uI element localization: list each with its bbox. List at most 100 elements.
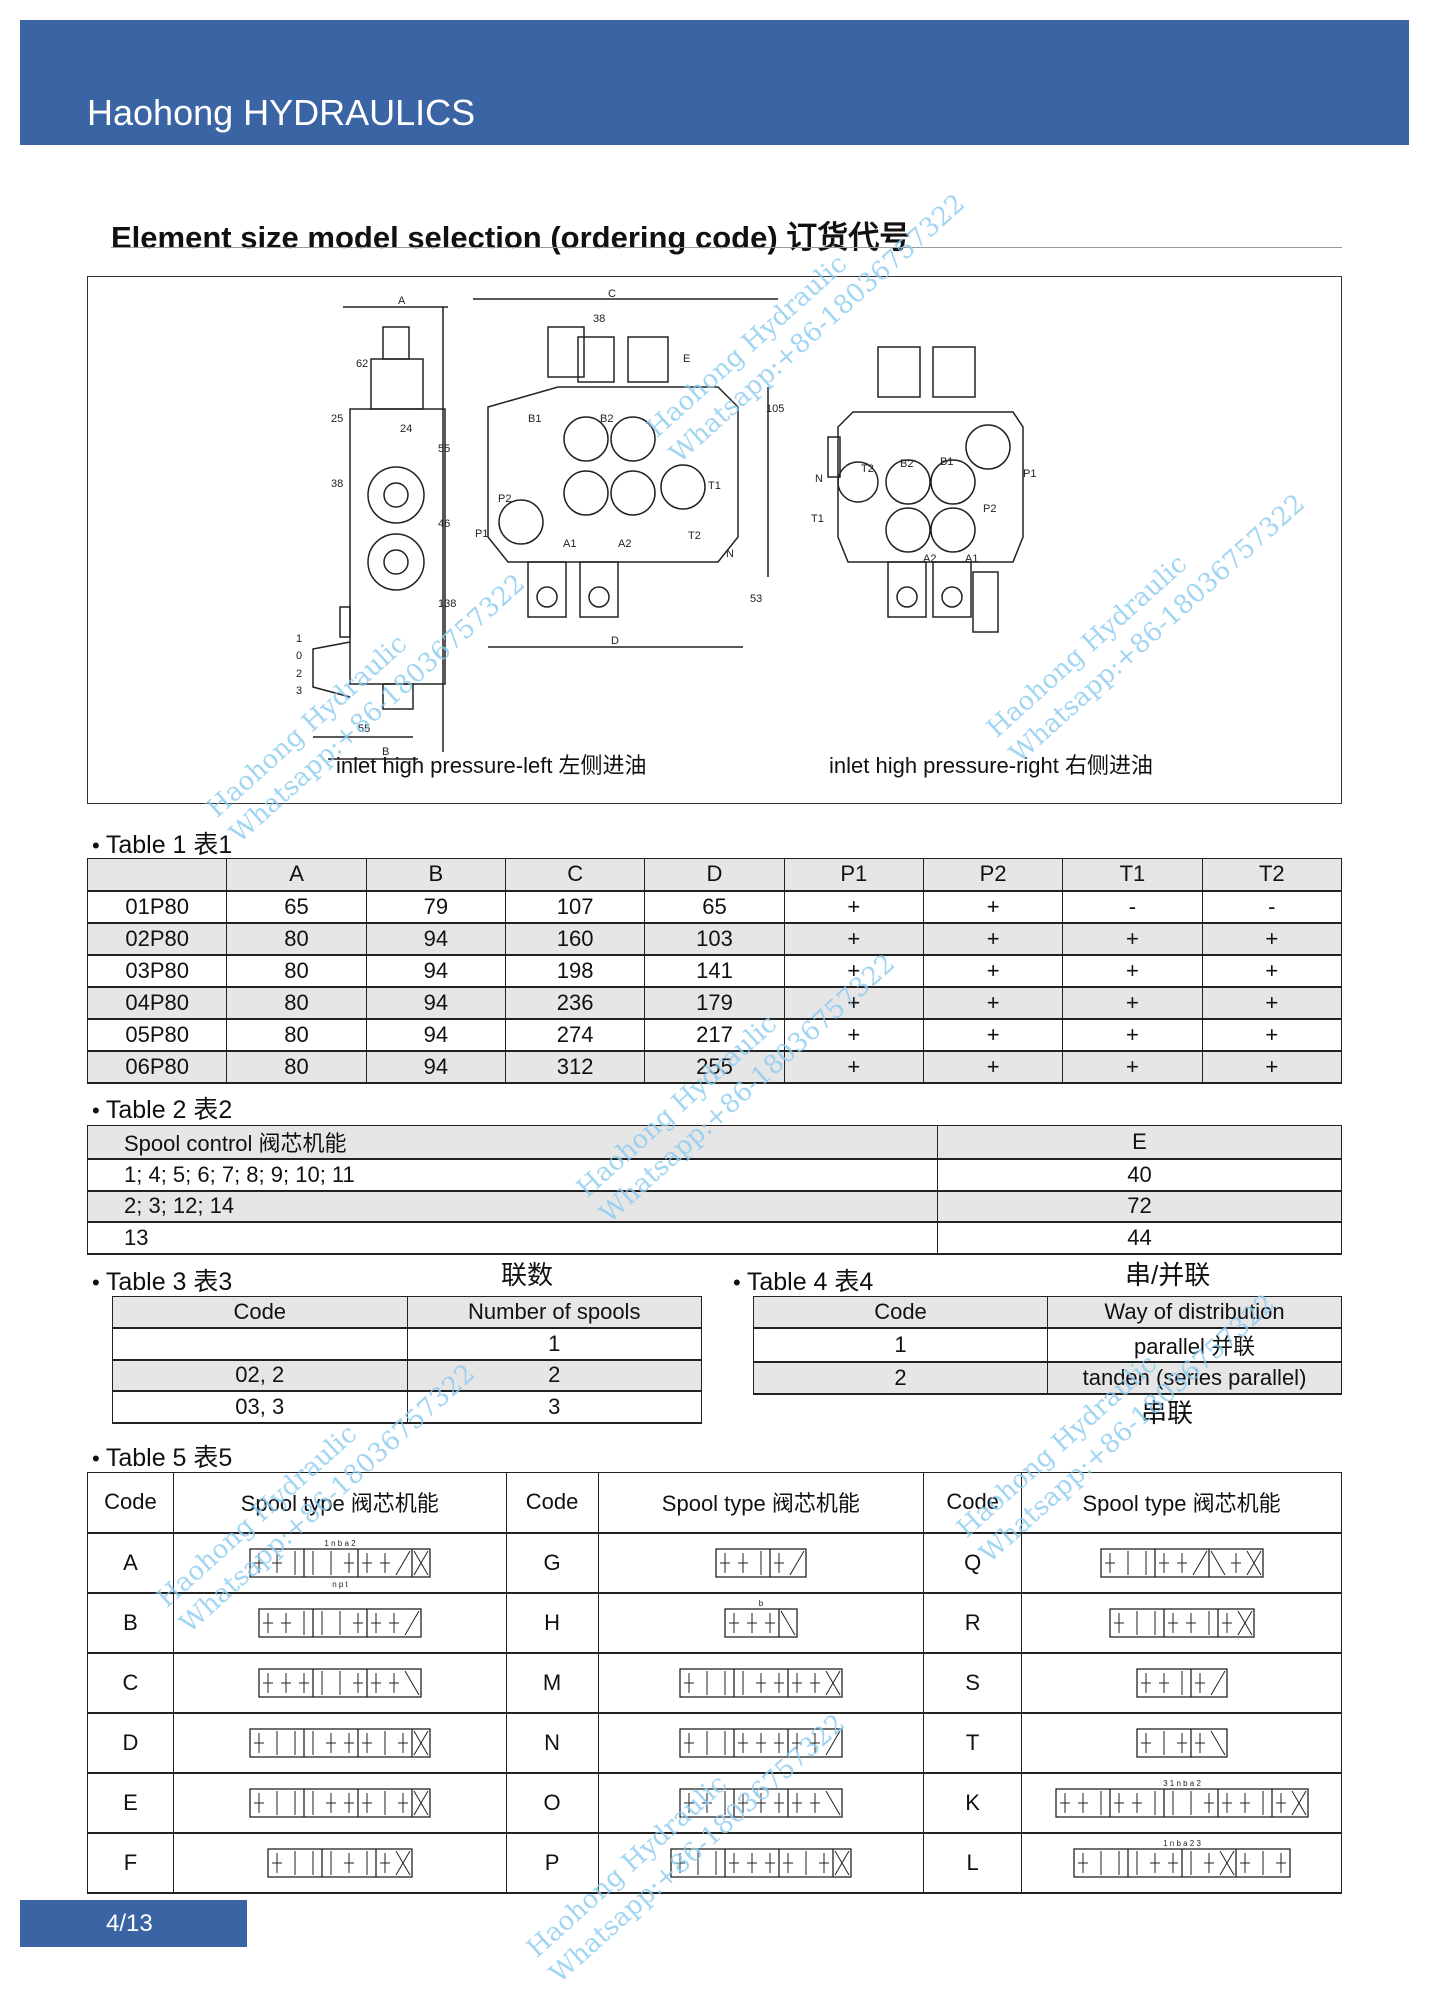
spool-symbol xyxy=(1135,1667,1228,1698)
label: B1 xyxy=(528,413,541,425)
spool-symbol-cell: b xyxy=(597,1592,925,1653)
table-cell: + xyxy=(783,954,924,987)
table-cell: 198 xyxy=(504,954,646,987)
table-cell: + xyxy=(783,1018,924,1051)
brand-title: Haohong HYDRAULICS xyxy=(87,92,476,133)
table-cell: + xyxy=(1201,922,1343,955)
table4-label: Table 4 表4 xyxy=(733,1262,873,1298)
table-cell: 274 xyxy=(504,1018,646,1051)
spool-symbol: 3 1 n b a 2 xyxy=(1054,1779,1309,1818)
label: 55 xyxy=(358,723,370,735)
label: A2 xyxy=(618,538,631,550)
spool-symbol xyxy=(679,1667,843,1698)
right-caption: inlet high pressure-right 右侧进油 xyxy=(829,753,1154,778)
spool-symbol xyxy=(1108,1607,1255,1638)
table-cell: 94 xyxy=(365,922,507,955)
label: P2 xyxy=(498,493,511,505)
label: 46 xyxy=(438,518,450,530)
side-view-drawing xyxy=(312,306,448,760)
table-cell: 02, 2 xyxy=(112,1359,408,1392)
column-header xyxy=(86,858,228,891)
column-header: T2 xyxy=(1201,858,1343,891)
table-cell: 40 xyxy=(937,1158,1342,1191)
spool-symbol-cell xyxy=(172,1832,507,1893)
header-bar: Haohong HYDRAULICS xyxy=(20,20,1409,145)
label: 55 xyxy=(438,443,450,455)
spool-code: B xyxy=(87,1592,174,1653)
spool-code: F xyxy=(87,1832,174,1893)
spool-code: D xyxy=(87,1712,174,1773)
label: E xyxy=(683,353,690,365)
table-cell: 179 xyxy=(644,986,785,1019)
table-cell: 1 xyxy=(406,1327,702,1360)
table5-label: Table 5 表5 xyxy=(92,1438,232,1474)
table-cell: + xyxy=(922,1018,1064,1051)
table-cell xyxy=(112,1327,408,1360)
spool-symbol-cell xyxy=(597,1832,925,1893)
spool-code: P xyxy=(505,1832,599,1893)
table-cell: + xyxy=(783,922,924,955)
table-cell: 05P80 xyxy=(86,1018,228,1051)
table-cell: 72 xyxy=(937,1190,1342,1223)
table-cell: + xyxy=(922,954,1064,987)
right-view-drawing xyxy=(827,346,1024,633)
table-cell: 80 xyxy=(226,1050,367,1083)
port-labels-top: 1 n b a 2 xyxy=(324,1539,356,1548)
table-cell: + xyxy=(922,890,1064,923)
table-cell: 3 xyxy=(406,1390,702,1423)
spool-symbol xyxy=(1099,1547,1264,1578)
right-view-labels: N T2 B2 B1 P1 T1 P2 A2 A1 xyxy=(811,456,1036,565)
table3-label: Table 3 表3 xyxy=(92,1262,232,1298)
table-cell: 94 xyxy=(365,1018,507,1051)
table-row: 1 xyxy=(112,1327,702,1360)
label: 138 xyxy=(438,598,456,610)
column-header: P1 xyxy=(783,858,924,891)
table-cell: 141 xyxy=(644,954,785,987)
label: T2 xyxy=(861,463,874,475)
spool-code: S xyxy=(923,1652,1023,1713)
table-cell: + xyxy=(922,922,1064,955)
column-header: Code xyxy=(923,1472,1023,1533)
left-caption: inlet high pressure-left 左侧进油 xyxy=(336,753,647,778)
spool-code: N xyxy=(505,1712,599,1773)
spool-code: T xyxy=(923,1712,1023,1773)
spool-symbol-cell xyxy=(597,1712,925,1773)
spool-symbol xyxy=(670,1847,852,1878)
spool-symbol-cell xyxy=(1021,1712,1342,1773)
table-cell: + xyxy=(1201,954,1343,987)
column-header: Code xyxy=(112,1296,408,1329)
label: 3 xyxy=(296,685,302,697)
table-cell: 80 xyxy=(226,986,367,1019)
spool-symbol xyxy=(679,1727,843,1758)
label: 2 xyxy=(296,668,302,680)
spool-symbol-cell xyxy=(597,1772,925,1833)
label: A1 xyxy=(965,553,978,565)
label: N xyxy=(726,548,734,560)
spool-symbol: 1 n b a 2n p t xyxy=(249,1539,431,1589)
table-cell: 2; 3; 12; 14 xyxy=(87,1190,938,1223)
label: B xyxy=(382,746,389,758)
front-view-drawing xyxy=(473,298,778,648)
table-cell: 06P80 xyxy=(86,1050,228,1083)
table-cell: + xyxy=(783,986,924,1019)
table-cell: + xyxy=(1062,922,1203,955)
column-header: Way of distribution xyxy=(1047,1296,1342,1329)
dimension-drawings: A 62 25 24 38 55 46 138 1 0 2 3 55 B C 3… xyxy=(87,276,1342,804)
label: 38 xyxy=(331,478,343,490)
spool-code: E xyxy=(87,1772,174,1833)
table-cell: 03, 3 xyxy=(112,1390,408,1423)
table4-note-bottom: 串联 xyxy=(1141,1398,1194,1428)
